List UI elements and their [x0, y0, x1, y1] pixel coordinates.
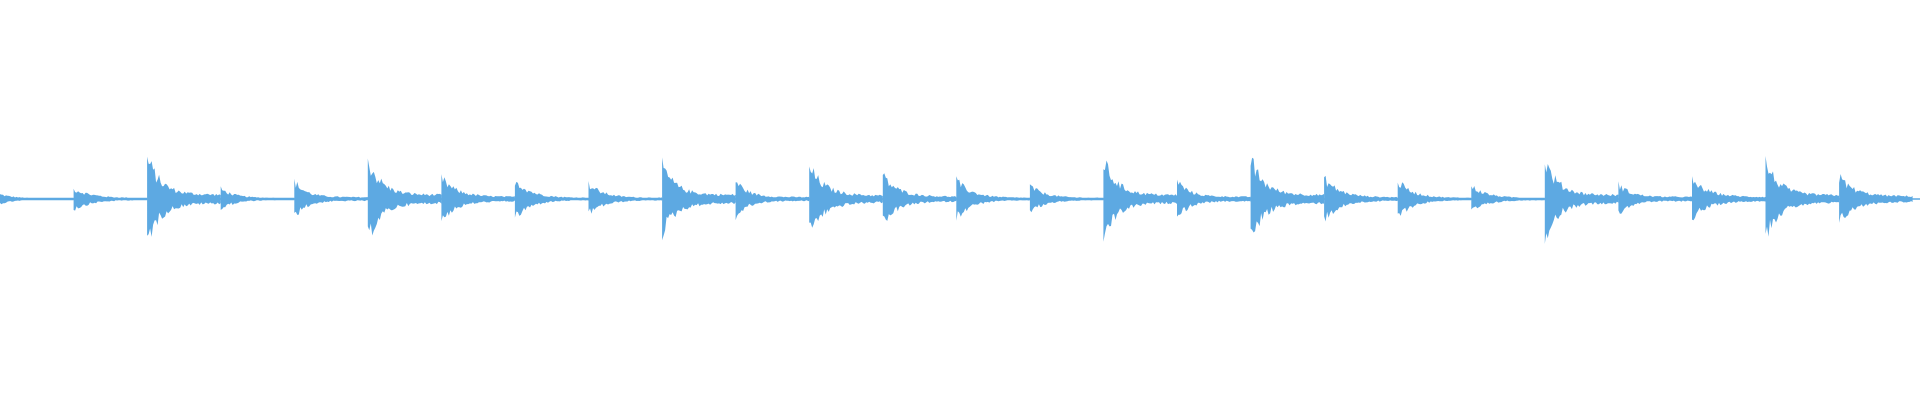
waveform-hit: [0, 194, 74, 205]
waveform-hit: [1471, 186, 1545, 210]
waveform-hit: [73, 188, 148, 211]
waveform-hit: [1839, 174, 1913, 223]
waveform-hit: [147, 156, 221, 237]
waveform-hit: [1177, 179, 1251, 217]
waveform-hit: [441, 174, 515, 222]
waveform-hit: [1618, 181, 1692, 214]
waveform-hit: [809, 166, 883, 228]
waveform-hit: [956, 176, 1030, 221]
waveform-hit: [1692, 176, 1766, 221]
waveform-hit: [1324, 175, 1398, 222]
waveform-hit: [367, 158, 442, 236]
waveform-hit: [294, 178, 368, 215]
waveform-hit: [1397, 182, 1472, 216]
waveform-hit: [1103, 160, 1177, 242]
waveform-hit: [514, 181, 589, 218]
waveform-hit: [882, 173, 957, 221]
waveform-segments: [0, 156, 1913, 244]
waveform-hit: [1544, 164, 1619, 244]
waveform-hit: [735, 182, 810, 221]
waveform-hit: [1250, 157, 1325, 233]
waveform-hit: [588, 181, 663, 214]
waveform-hit: [220, 186, 295, 210]
waveform-hit: [1765, 156, 1840, 237]
waveform-hit: [662, 157, 736, 241]
waveform-hit: [1029, 184, 1104, 213]
